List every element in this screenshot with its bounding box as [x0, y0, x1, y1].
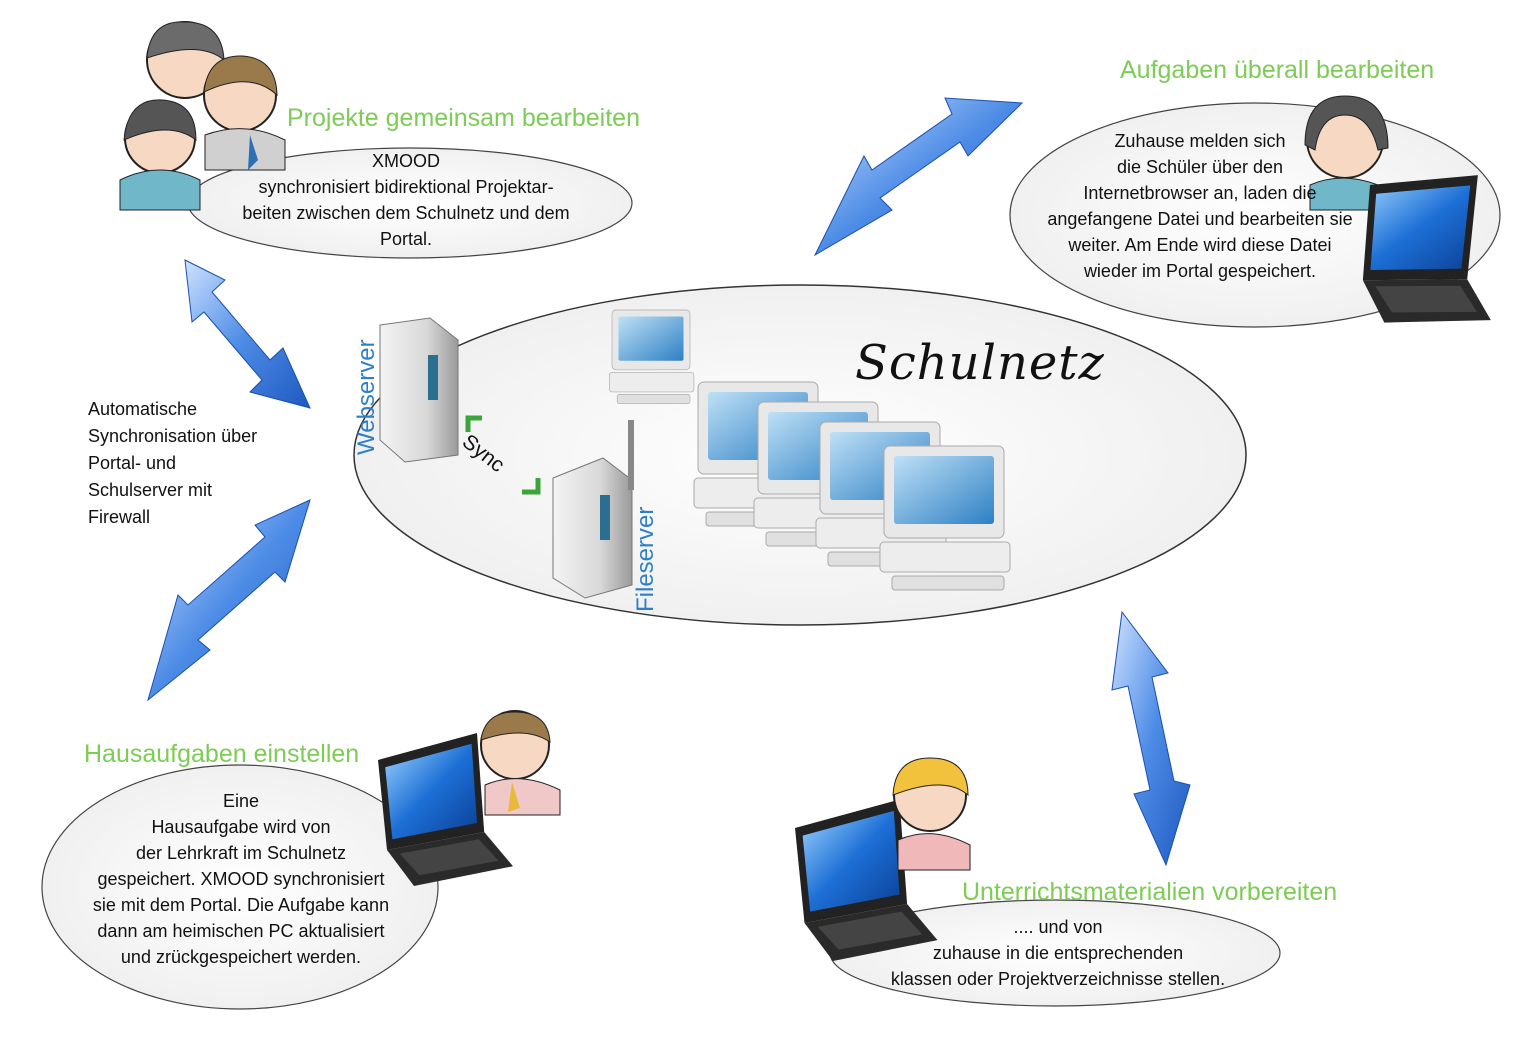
sync-side-note: Automatische Synchronisation über Portal…: [88, 399, 258, 527]
materials-heading: Unterrichtsmaterialien vorbereiten: [962, 878, 1338, 906]
student-with-laptop-icon: [1304, 95, 1516, 341]
bidirectional-arrow-icon: [184, 259, 311, 409]
teacher-with-laptop-icon: [378, 710, 561, 886]
homework-text: Eine Hausaufgabe wird von der Lehrkraft …: [92, 791, 390, 967]
sync-bracket-icon: [465, 415, 541, 495]
workstation-icon: [609, 309, 695, 404]
bidirectional-arrow-icon: [147, 499, 311, 702]
projects-text: XMOOD synchronisiert bidirektional Proje…: [242, 151, 570, 249]
homework-heading: Hausaufgaben einstellen: [84, 740, 360, 768]
projects-heading: Projekte gemeinsam bearbeiten: [287, 104, 640, 132]
people-group-icon: [119, 21, 286, 211]
workstation-icon: [879, 445, 1011, 591]
materials-text: .... und von zuhause in die entsprechend…: [890, 917, 1226, 989]
webserver-label: Webserver: [353, 339, 380, 455]
fileserver-icon: [552, 420, 634, 599]
bidirectional-arrow-icon: [813, 97, 1024, 257]
schulnetz-title: Schulnetz: [855, 335, 1105, 391]
fileserver-label: Fileserver: [632, 506, 659, 612]
anywhere-heading: Aufgaben überall bearbeiten: [1120, 56, 1435, 84]
homework-bubble: [41, 764, 439, 1010]
webserver-icon: [379, 317, 459, 463]
person-with-laptop-icon: [795, 757, 971, 961]
anywhere-text: Zuhause melden sich die Schüler über den…: [1047, 131, 1353, 281]
bidirectional-arrow-icon: [1111, 610, 1191, 867]
